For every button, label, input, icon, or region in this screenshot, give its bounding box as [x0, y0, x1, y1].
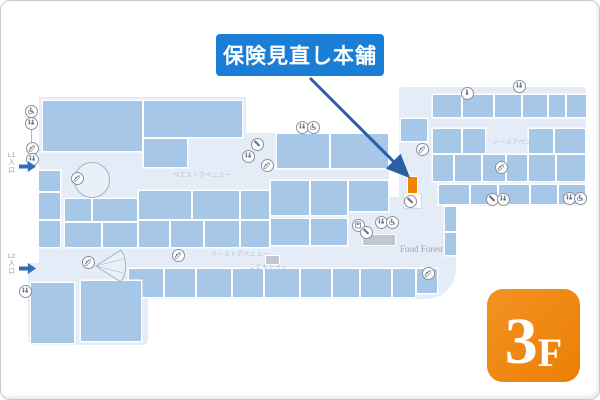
store-block — [361, 269, 391, 297]
store-block — [311, 181, 347, 215]
map-cutout — [246, 97, 394, 133]
callout-label: 保険見直し本舗 — [216, 34, 384, 76]
store-block — [31, 283, 74, 343]
stage-rect — [363, 235, 395, 245]
baby-icon — [460, 86, 474, 100]
restroom-icon — [18, 284, 32, 298]
store-block — [557, 155, 585, 181]
icon-connector-line — [30, 107, 32, 163]
store-block — [301, 269, 331, 297]
store-block — [455, 155, 481, 181]
store-block — [139, 221, 169, 247]
corridor-label: Food Forest — [400, 244, 444, 254]
entrance-arrow-l1 — [19, 161, 36, 172]
callout-label-text: 保険見直し本舗 — [223, 45, 377, 68]
floor-badge-suffix: F — [537, 330, 563, 375]
escalator-icon — [171, 248, 185, 262]
store-block — [165, 269, 195, 297]
escalator-icon — [494, 160, 508, 174]
store-block — [439, 185, 469, 204]
escalator-icon — [260, 158, 274, 172]
store-block — [433, 155, 453, 181]
store-block — [139, 191, 191, 219]
store-block — [463, 129, 485, 153]
wheelchair-icon — [385, 215, 399, 229]
entrance-arrow-l2 — [19, 263, 36, 274]
escalator-icon — [421, 266, 435, 280]
restroom-icon — [241, 149, 255, 163]
wheelchair-icon — [306, 120, 320, 134]
store-block — [241, 221, 269, 247]
store-block — [205, 221, 239, 247]
store-block — [233, 269, 263, 297]
corridor-label: こどもトイレ — [249, 265, 289, 271]
store-block — [81, 281, 141, 341]
store-block — [331, 134, 388, 168]
store-block — [65, 199, 91, 221]
phone-icon — [250, 137, 264, 151]
escalator-icon — [81, 255, 95, 269]
store-block — [393, 269, 415, 297]
store-block — [65, 223, 101, 247]
store-block — [529, 129, 553, 153]
store-block — [144, 101, 242, 137]
store-block — [271, 219, 309, 245]
store-block — [433, 129, 461, 153]
restroom-icon — [25, 152, 39, 166]
store-block — [433, 95, 461, 117]
store-block — [271, 181, 309, 215]
store-block — [567, 95, 586, 117]
store-block — [311, 219, 347, 245]
store-block — [39, 193, 60, 219]
wheelchair-icon — [24, 104, 38, 118]
highlighted-store — [408, 177, 417, 193]
corridor-label: イーストアベニュー — [211, 252, 270, 258]
store-block — [333, 269, 359, 297]
store-block — [171, 221, 203, 247]
store-block — [93, 199, 137, 221]
store-block — [401, 119, 427, 141]
store-block — [39, 221, 60, 247]
restroom-icon — [24, 116, 38, 130]
store-block — [349, 181, 388, 211]
store-block — [531, 185, 557, 204]
store-block — [523, 95, 547, 117]
floor-badge-number: 3 — [504, 305, 538, 378]
store-block — [197, 269, 231, 297]
escalator-icon — [70, 171, 84, 185]
corridor-label: ノースアベニュー — [493, 140, 545, 146]
store-block — [144, 139, 187, 167]
store-block — [103, 223, 137, 247]
store-block — [529, 155, 555, 181]
escalator-icon — [415, 142, 429, 156]
store-block — [193, 191, 239, 219]
restroom-icon — [496, 192, 510, 206]
store-block — [549, 95, 565, 117]
store-block — [445, 207, 456, 231]
store-block — [507, 155, 527, 181]
store-block — [43, 101, 142, 151]
restroom-icon — [512, 79, 526, 93]
store-block — [277, 134, 329, 168]
corridor-label: ウエストアベニュー — [173, 173, 232, 179]
fan-shaped-store — [94, 247, 127, 285]
phone-icon — [359, 225, 373, 239]
store-block — [445, 233, 456, 255]
store-block — [495, 95, 521, 117]
phone-icon — [403, 194, 417, 208]
store-block — [241, 191, 269, 219]
store-block — [555, 129, 585, 153]
wheelchair-icon — [573, 191, 587, 205]
store-block — [463, 95, 493, 117]
store-block — [39, 171, 60, 191]
stage-rect — [266, 256, 279, 264]
store-block — [265, 269, 299, 297]
